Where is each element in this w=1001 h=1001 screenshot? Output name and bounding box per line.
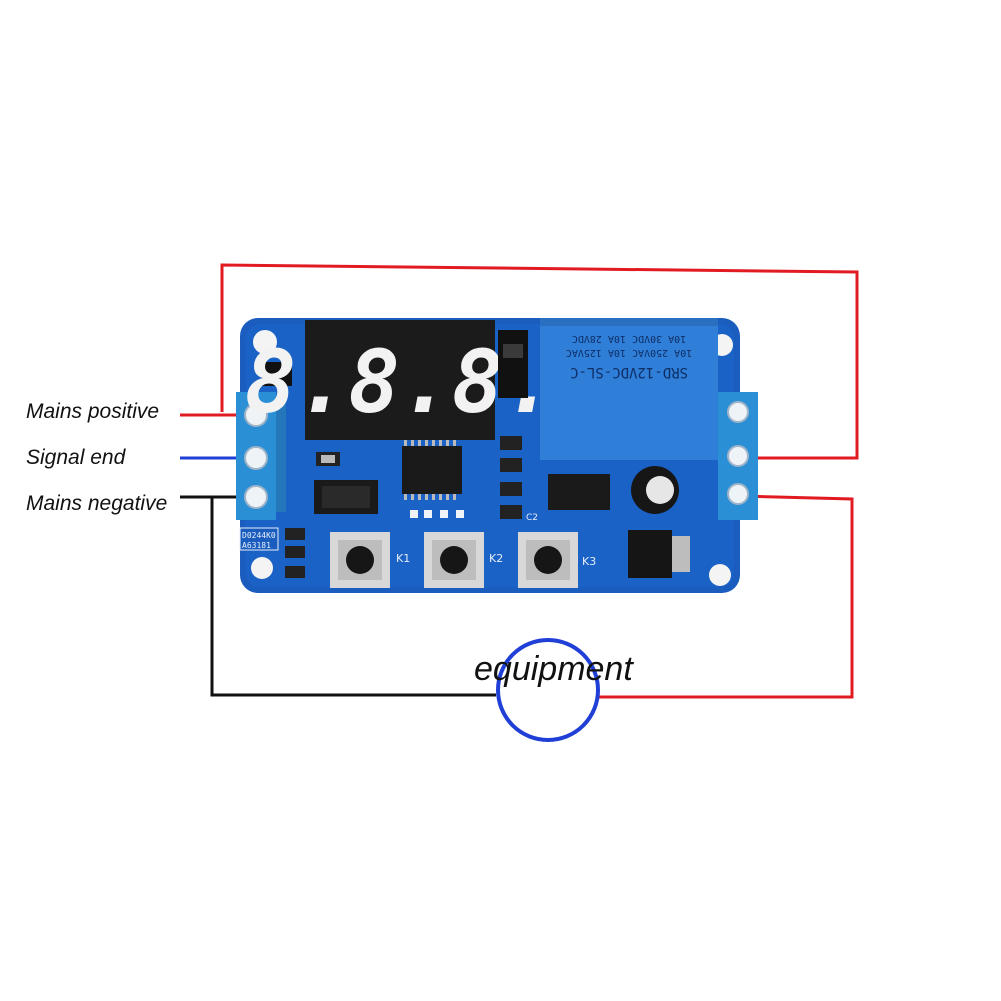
smd-component: [285, 566, 305, 578]
terminal-screw: [244, 403, 268, 427]
relay-rating-ac: 10A 250VAC 10A 125VAC: [566, 347, 692, 358]
equipment-circle: [496, 638, 600, 742]
button-k3-label: K3: [582, 555, 596, 568]
microcontroller-ic: [402, 440, 462, 500]
button-k1[interactable]: [330, 532, 390, 588]
optocoupler: [548, 474, 610, 510]
terminal-screw: [727, 401, 749, 423]
ic-mark-2: A63181: [242, 541, 271, 550]
smd-component: [500, 505, 522, 519]
mains-negative-wire: [180, 495, 496, 697]
wires: [180, 263, 859, 699]
relay-rating-dc: 10A 30VDC 10A 28VDC: [572, 333, 686, 344]
relay-model: SRD-12VDC-SL-C: [570, 364, 688, 380]
cap-mark: C2: [526, 513, 538, 523]
jumper-header: [498, 330, 528, 398]
transistor: [262, 362, 292, 386]
button-k2[interactable]: [424, 532, 484, 588]
mounting-hole: [253, 330, 277, 354]
smd-component: [500, 482, 522, 496]
voltage-regulator: [628, 530, 672, 578]
button-k1-label: K1: [396, 552, 410, 565]
load-wire: [598, 494, 854, 699]
terminal-screw: [244, 446, 268, 470]
smd-component: [285, 546, 305, 558]
button-k2-label: K2: [489, 552, 503, 565]
relay-module-board: 8.8.8. SRD-12VDC-SL-C 10A 250VAC 10A 125…: [236, 318, 758, 593]
equipment-label: equipment: [474, 650, 633, 688]
mains-positive-label: Mains positive: [26, 400, 160, 423]
terminal-screw: [727, 483, 749, 505]
mains-negative-label: Mains negative: [26, 492, 168, 515]
relay: SRD-12VDC-SL-C 10A 250VAC 10A 125VAC 10A…: [540, 318, 718, 460]
right-terminal-block: [718, 392, 758, 520]
mounting-hole: [251, 557, 273, 579]
terminal-screw: [244, 485, 268, 509]
ic-mark-1: D0244K0: [242, 531, 276, 540]
signal-end-label: Signal end: [26, 446, 126, 469]
smd-component: [500, 436, 522, 450]
terminal-screw: [727, 445, 749, 467]
left-terminal-block: [236, 392, 286, 520]
button-k3[interactable]: [518, 532, 578, 588]
smd-component: [500, 458, 522, 472]
smd-component: [285, 528, 305, 540]
mounting-hole: [709, 564, 731, 586]
positive-supply-wire: [220, 263, 859, 460]
